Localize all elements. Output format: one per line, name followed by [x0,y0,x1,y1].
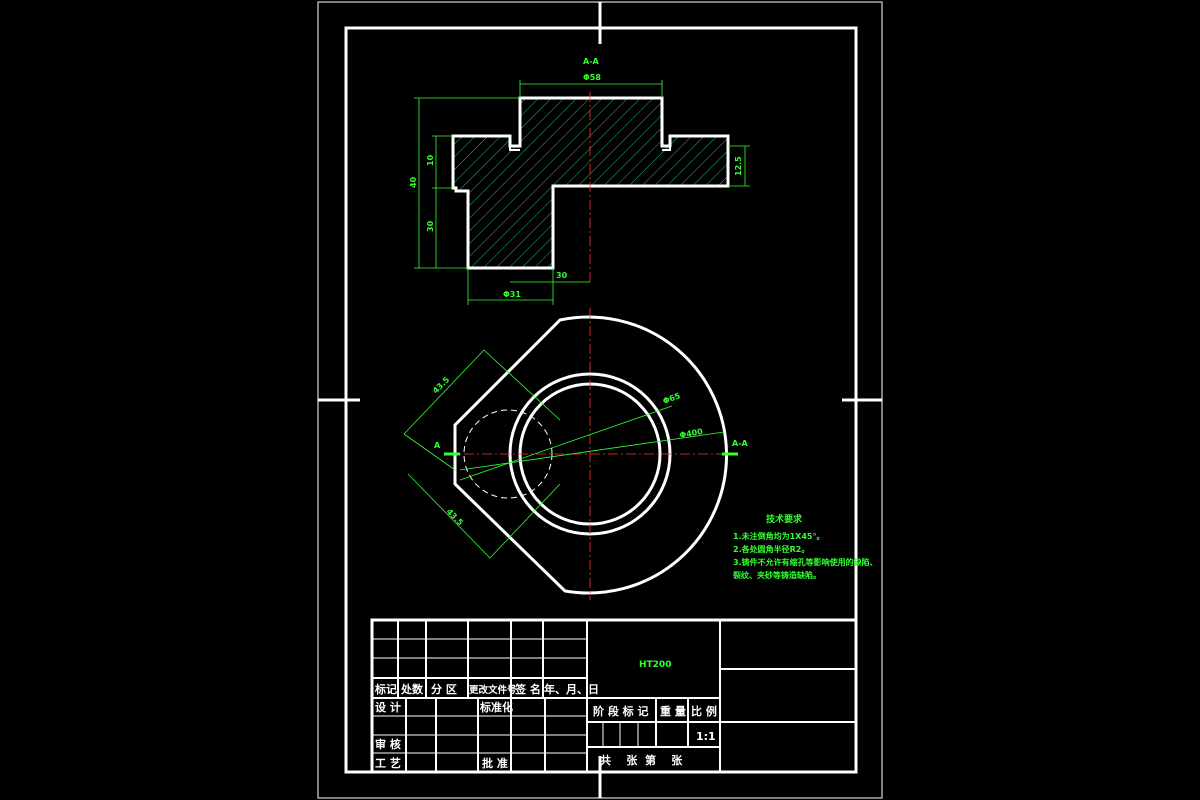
header-change-doc: 更改文件号 [469,684,517,696]
weight-label: 重 量 [660,704,686,718]
approve-label: 批 准 [482,756,508,770]
standardize-label: 标准化 [479,700,513,714]
dim-bottom-dia: Φ31 [503,290,521,299]
plan-view: A A-A 43.5 43.5 Φ65 Φ400 [403,308,749,600]
dim-upper-height: 10 [426,154,435,166]
review-label: 审 核 [375,737,401,751]
stage-mark-label: 阶 段 标 记 [593,704,649,718]
header-zone: 分 区 [431,682,457,696]
dim-bottom-offset: 30 [556,271,568,280]
dim-lower-diag-line [407,473,491,559]
tech-note-line: 2.各处圆角半径R2。 [733,544,809,554]
section-view: A-A Φ58 40 10 30 12.5 30 Φ31 [409,57,750,305]
section-mark-left: A [434,441,441,450]
title-block [370,618,858,774]
header-count: 处数 [400,682,424,696]
section-label: A-A [583,57,600,66]
design-label: 设 计 [375,700,401,714]
scale-value: 1:1 [696,730,716,743]
dim-outer-dia-line [459,431,725,471]
header-mark: 标记 [374,682,397,696]
dim-upper-diag-line [403,349,485,435]
dim-top-width: Φ58 [583,73,601,82]
dim-inner-dia: Φ65 [662,391,682,406]
technical-requirements: 技术要求 1.未注倒角均为1X45°。 2.各处圆角半径R2。 3.铸件不允许有… [732,513,878,580]
scale-label: 比 例 [691,704,717,718]
plan-outer-contour [453,315,729,595]
dim-upper-diag: 43.5 [431,375,452,396]
dim-lower-diag: 43.5 [445,507,466,528]
section-groove-right [662,136,671,151]
section-mark-right: A-A [732,439,749,448]
dim-right-flange: 12.5 [734,156,743,176]
header-date: 年、月、日 [544,682,599,696]
tech-note-line: 裂纹、夹砂等铸造缺陷。 [732,570,821,580]
section-hatched-body [451,96,730,270]
plan-hidden-circle [463,409,553,499]
dim-ext [403,433,456,471]
tech-note-line: 3.铸件不允许有缩孔等影响使用的缺陷、 [733,557,878,567]
material-label: HT200 [639,660,671,670]
process-label: 工 艺 [375,756,401,770]
tech-notes-title: 技术要求 [766,513,803,525]
sheet-count-label: 共 张 第 张 [600,753,683,767]
dim-overall-height: 40 [409,176,418,188]
dim-ext [483,349,561,421]
dim-lower-height: 30 [426,220,435,232]
header-signature: 签 名 [514,682,541,696]
title-block-text: HT200 标记 处数 分 区 更改文件号 签 名 年、月、日 设 计 标准化 … [374,660,717,770]
dim-inner-dia-line [459,405,673,481]
tech-note-line: 1.未注倒角均为1X45°。 [733,531,824,541]
title-block-frame [370,618,858,774]
dim-outer-dia: Φ400 [679,427,704,440]
dim-ext [489,483,561,559]
section-groove-left [509,136,520,151]
